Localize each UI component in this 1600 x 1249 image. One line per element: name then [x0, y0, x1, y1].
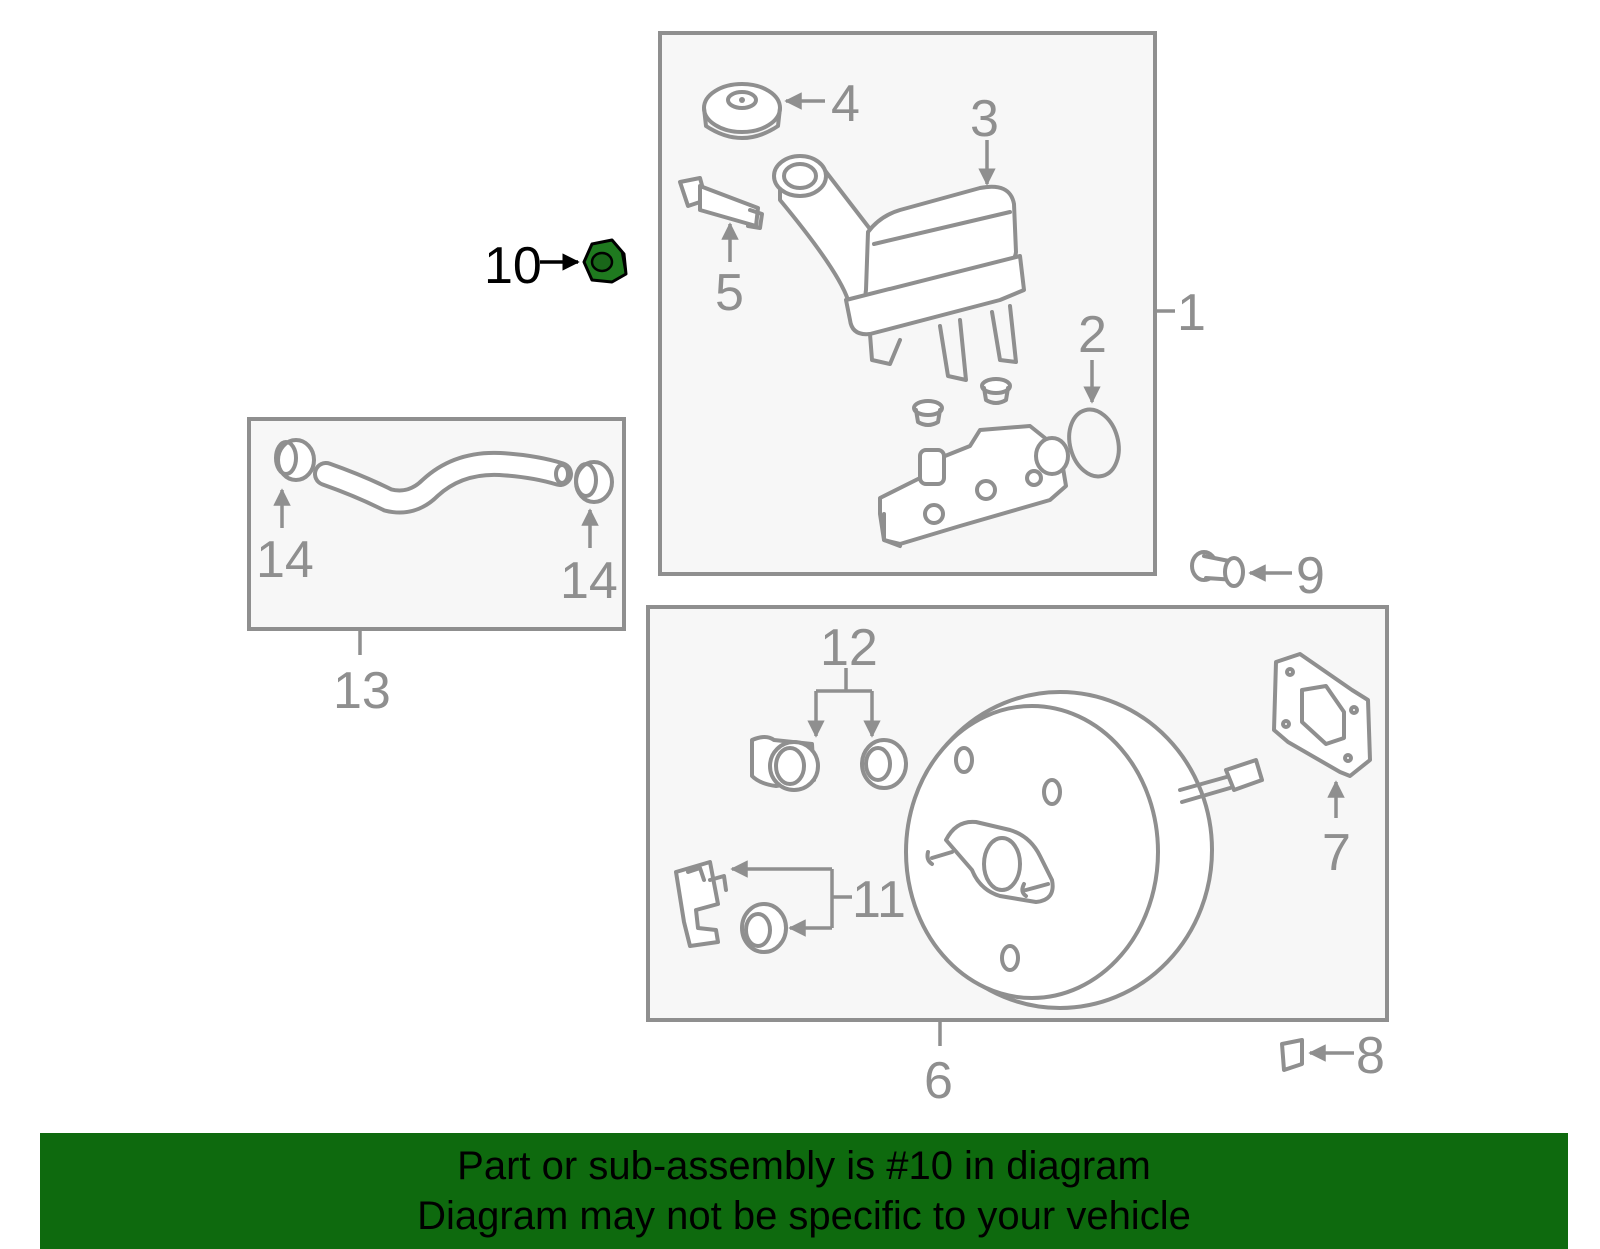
nut-part-10-highlighted[interactable] [582, 238, 628, 284]
pin-part-9[interactable] [1190, 550, 1245, 588]
callout-10[interactable]: 10 [484, 237, 542, 295]
callout-1[interactable]: 1 [1177, 284, 1206, 342]
level-sensor-part-5[interactable] [678, 176, 764, 230]
grommet-right[interactable] [980, 377, 1012, 405]
callout-11[interactable]: 11 [852, 871, 906, 929]
gasket-part-7[interactable] [1272, 652, 1372, 778]
o-ring-part-2[interactable] [1062, 404, 1126, 482]
callout-12[interactable]: 12 [820, 619, 878, 677]
sensor-grommet[interactable] [740, 902, 788, 954]
label-part-8[interactable] [1280, 1038, 1304, 1072]
hose-clamp-right[interactable] [574, 460, 614, 504]
callout-3[interactable]: 3 [970, 90, 999, 148]
grommet-left[interactable] [912, 399, 944, 427]
callout-2[interactable]: 2 [1078, 306, 1107, 364]
callout-7[interactable]: 7 [1322, 824, 1351, 882]
callout-4[interactable]: 4 [831, 75, 860, 133]
pressure-sensor-part-11[interactable] [674, 860, 728, 948]
banner-line-1: Part or sub-assembly is #10 in diagram [457, 1144, 1151, 1188]
hose-clamp-left[interactable] [274, 438, 316, 482]
check-valve[interactable] [750, 735, 820, 792]
callout-9[interactable]: 9 [1296, 547, 1325, 605]
banner-line-2: Diagram may not be specific to your vehi… [417, 1194, 1191, 1238]
brake-booster[interactable] [904, 690, 1264, 1010]
callout-8[interactable]: 8 [1356, 1027, 1385, 1085]
info-banner: Part or sub-assembly is #10 in diagram D… [40, 1133, 1568, 1249]
callout-6[interactable]: 6 [924, 1052, 953, 1110]
callout-14-left[interactable]: 14 [256, 531, 314, 589]
vacuum-hose[interactable] [313, 450, 573, 515]
callout-13[interactable]: 13 [333, 662, 391, 720]
master-cylinder-body[interactable] [878, 424, 1070, 548]
check-valve-grommet[interactable] [860, 738, 908, 790]
reservoir-part-3[interactable] [772, 154, 1026, 382]
callout-14-right[interactable]: 14 [560, 552, 618, 610]
callout-5[interactable]: 5 [715, 264, 744, 322]
reservoir-cap-part-4[interactable] [702, 82, 782, 140]
